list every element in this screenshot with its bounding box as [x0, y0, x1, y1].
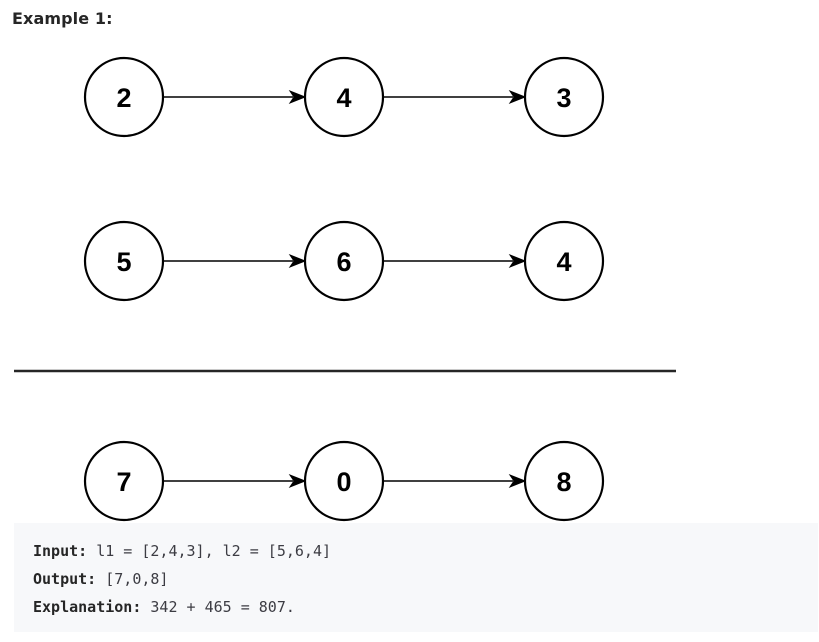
- arrow-head-icon: [508, 89, 527, 105]
- list-row-1: 2 4 3: [83, 56, 605, 138]
- node-circle: [523, 56, 605, 138]
- linked-list-rows: 2 4 3 5 6 4 7 0 8: [83, 56, 605, 522]
- arrow-head-icon: [288, 89, 307, 105]
- input-value: l1 = [2,4,3], l2 = [5,6,4]: [96, 542, 332, 560]
- output-line: Output: [7,0,8]: [33, 570, 168, 588]
- arrow-head-icon: [288, 253, 307, 269]
- list-node: 3: [523, 56, 605, 138]
- output-value: [7,0,8]: [105, 570, 169, 588]
- example-code-box: Input: l1 = [2,4,3], l2 = [5,6,4] Output…: [14, 523, 818, 632]
- explanation-value: 342 + 465 = 807.: [150, 598, 295, 616]
- list-node: 7: [83, 440, 165, 522]
- input-line: Input: l1 = [2,4,3], l2 = [5,6,4]: [33, 542, 331, 560]
- node-circle: [83, 220, 165, 302]
- arrow-head-icon: [508, 253, 527, 269]
- linked-list-diagram: 2 4 3 5 6 4 7 0 8: [14, 56, 676, 522]
- node-value: 4: [556, 247, 571, 277]
- node-value: 6: [336, 247, 351, 277]
- node-value: 7: [116, 467, 131, 497]
- list-node: 4: [523, 220, 605, 302]
- node-value: 2: [116, 83, 131, 113]
- output-label: Output:: [33, 570, 97, 588]
- node-value: 4: [336, 83, 351, 113]
- explanation-line: Explanation: 342 + 465 = 807.: [33, 598, 295, 616]
- list-node: 4: [303, 56, 385, 138]
- list-node: 6: [303, 220, 385, 302]
- node-value: 5: [116, 247, 131, 277]
- example-heading: Example 1:: [12, 9, 113, 28]
- input-label: Input:: [33, 542, 88, 560]
- node-value: 3: [556, 83, 571, 113]
- node-circle: [523, 220, 605, 302]
- list-node: 5: [83, 220, 165, 302]
- list-node: 8: [523, 440, 605, 522]
- list-node: 2: [83, 56, 165, 138]
- list-node: 0: [303, 440, 385, 522]
- node-circle: [83, 56, 165, 138]
- node-circle: [303, 220, 385, 302]
- arrow-head-icon: [288, 473, 307, 489]
- node-circle: [83, 440, 165, 522]
- node-value: 8: [556, 467, 571, 497]
- node-value: 0: [336, 467, 351, 497]
- explanation-label: Explanation:: [33, 598, 142, 616]
- node-circle: [303, 440, 385, 522]
- node-circle: [303, 56, 385, 138]
- list-row-2: 5 6 4: [83, 220, 605, 302]
- list-row-3: 7 0 8: [83, 440, 605, 522]
- node-circle: [523, 440, 605, 522]
- arrow-head-icon: [508, 473, 527, 489]
